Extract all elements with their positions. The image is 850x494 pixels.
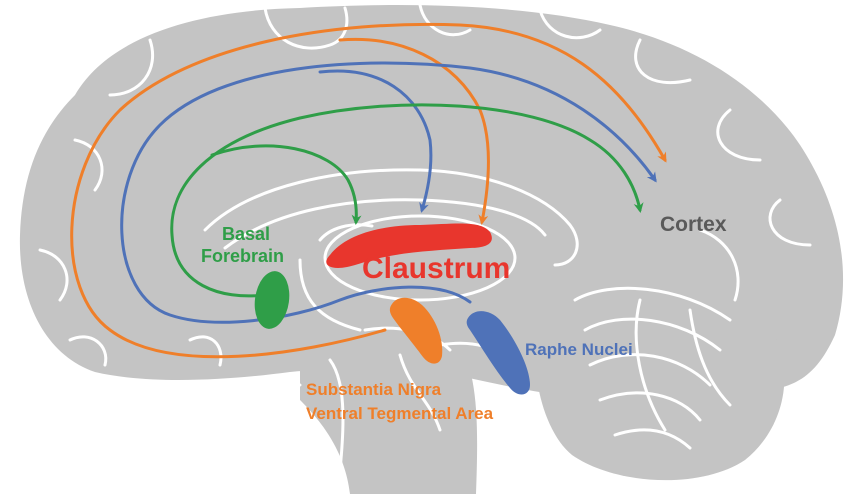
basal-forebrain-label-line2: Forebrain	[201, 246, 284, 266]
orange-arrow-to-cortex	[70, 22, 667, 359]
blue-pathway	[120, 61, 657, 324]
substantia-nigra-shape	[389, 297, 443, 364]
cortex-label: Cortex	[660, 213, 727, 236]
blue-arrow-to-cortex	[120, 61, 657, 324]
green-arrow-to-claustrum	[210, 144, 362, 225]
substantia-nigra-label-line2: Ventral Tegmental Area	[306, 404, 494, 423]
basal-forebrain-label-line1: Basal	[222, 224, 270, 244]
basal-forebrain-shape	[254, 271, 290, 329]
substantia-nigra-label-line1: Substantia Nigra	[306, 380, 442, 399]
claustrum-label: Claustrum	[362, 252, 510, 285]
green-pathway	[170, 103, 644, 298]
raphe-nuclei-shape	[466, 311, 530, 395]
blue-arrow-to-claustrum	[318, 69, 433, 213]
cerebellum	[535, 265, 785, 481]
claustrum-shape	[326, 223, 492, 268]
raphe-nuclei-label: Raphe Nuclei	[525, 340, 633, 359]
green-arrow-to-cortex	[170, 103, 644, 298]
orange-pathway	[70, 22, 667, 359]
brainstem	[300, 323, 478, 494]
orange-arrow-to-claustrum	[338, 37, 490, 225]
